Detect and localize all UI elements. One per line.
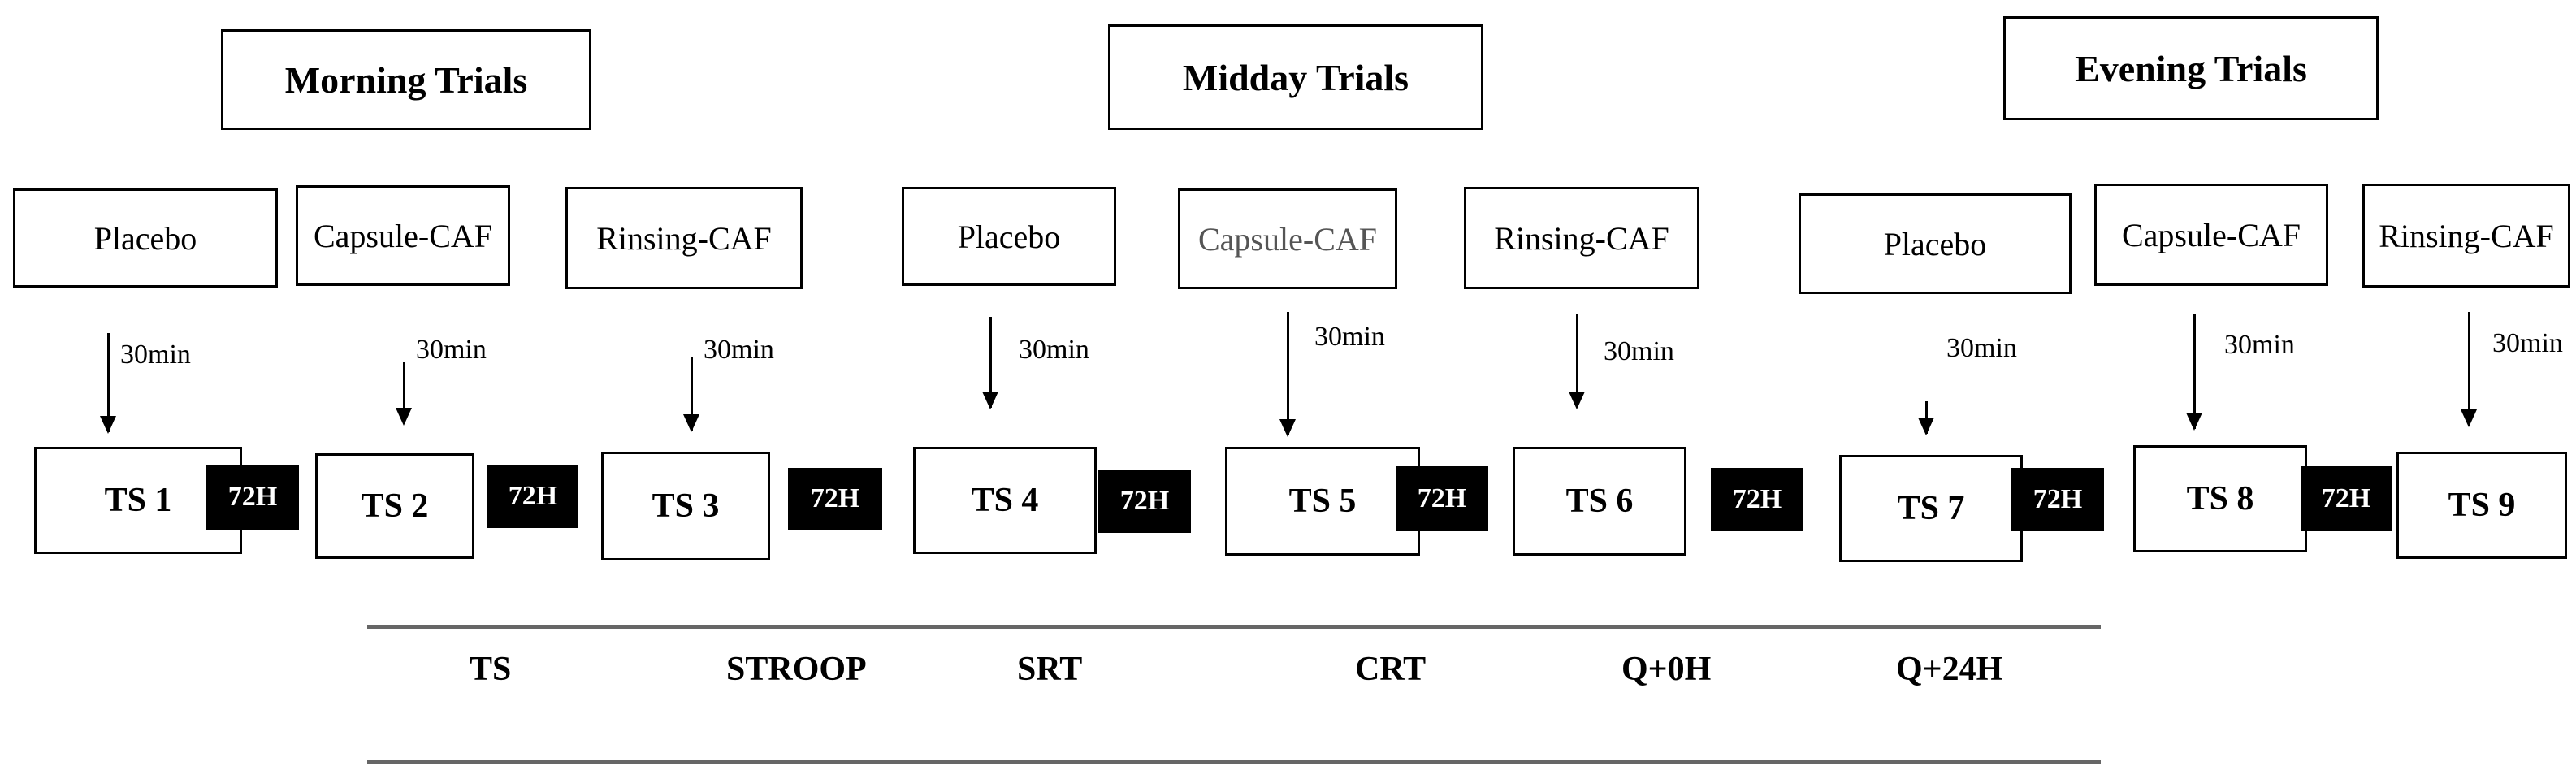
condition-box: Capsule-CAF xyxy=(2094,184,2328,286)
down-arrow-icon xyxy=(1918,401,1934,435)
measure-label: CRT xyxy=(1355,651,1427,688)
interval-label: 30min xyxy=(1314,322,1385,352)
session-header: Morning Trials xyxy=(221,29,591,130)
condition-box: Capsule-CAF xyxy=(1178,188,1397,289)
condition-box: Rinsing-CAF xyxy=(1464,187,1699,289)
washout-badge: 72H xyxy=(788,468,882,530)
interval-label: 30min xyxy=(1604,336,1674,366)
session-header: Midday Trials xyxy=(1108,24,1483,130)
measure-label: SRT xyxy=(1017,651,1083,688)
condition-box: Rinsing-CAF xyxy=(2362,184,2570,288)
down-arrow-icon xyxy=(982,317,998,409)
down-arrow-icon xyxy=(100,333,116,434)
washout-badge: 72H xyxy=(2301,466,2392,531)
measure-label: Q+24H xyxy=(1896,651,2003,688)
down-arrow-icon xyxy=(2186,314,2202,431)
test-session-box: TS 5 xyxy=(1225,447,1420,556)
interval-label: 30min xyxy=(2492,328,2563,358)
washout-badge: 72H xyxy=(206,465,299,530)
bottom-rule xyxy=(367,760,2101,764)
down-arrow-icon xyxy=(1569,314,1585,409)
measure-label: TS xyxy=(470,651,512,688)
condition-box: Placebo xyxy=(13,188,278,288)
interval-label: 30min xyxy=(120,340,191,370)
interval-label: 30min xyxy=(416,335,487,365)
condition-box: Placebo xyxy=(902,187,1116,286)
down-arrow-icon xyxy=(683,357,699,432)
washout-badge: 72H xyxy=(1396,466,1488,531)
test-session-box: TS 4 xyxy=(913,447,1097,554)
test-session-box: TS 2 xyxy=(315,453,474,559)
down-arrow-icon xyxy=(396,362,412,426)
washout-badge: 72H xyxy=(2011,468,2104,531)
interval-label: 30min xyxy=(1019,335,1089,365)
test-session-box: TS 9 xyxy=(2396,452,2567,559)
interval-label: 30min xyxy=(1946,333,2017,363)
condition-box: Capsule-CAF xyxy=(296,185,510,286)
interval-label: 30min xyxy=(2224,330,2295,360)
test-session-box: TS 7 xyxy=(1839,455,2023,562)
top-rule xyxy=(367,625,2101,629)
washout-badge: 72H xyxy=(1711,468,1803,531)
washout-badge: 72H xyxy=(1098,470,1191,533)
condition-box: Placebo xyxy=(1799,193,2072,294)
condition-box: Rinsing-CAF xyxy=(565,187,803,289)
measure-label: Q+0H xyxy=(1621,651,1712,688)
session-header: Evening Trials xyxy=(2003,16,2379,120)
down-arrow-icon xyxy=(1279,312,1296,437)
interval-label: 30min xyxy=(704,335,774,365)
test-session-box: TS 8 xyxy=(2133,445,2307,552)
test-session-box: TS 6 xyxy=(1513,447,1686,556)
washout-badge: 72H xyxy=(487,465,578,528)
measure-label: STROOP xyxy=(726,651,867,688)
test-session-box: TS 3 xyxy=(601,452,770,560)
down-arrow-icon xyxy=(2461,312,2477,427)
